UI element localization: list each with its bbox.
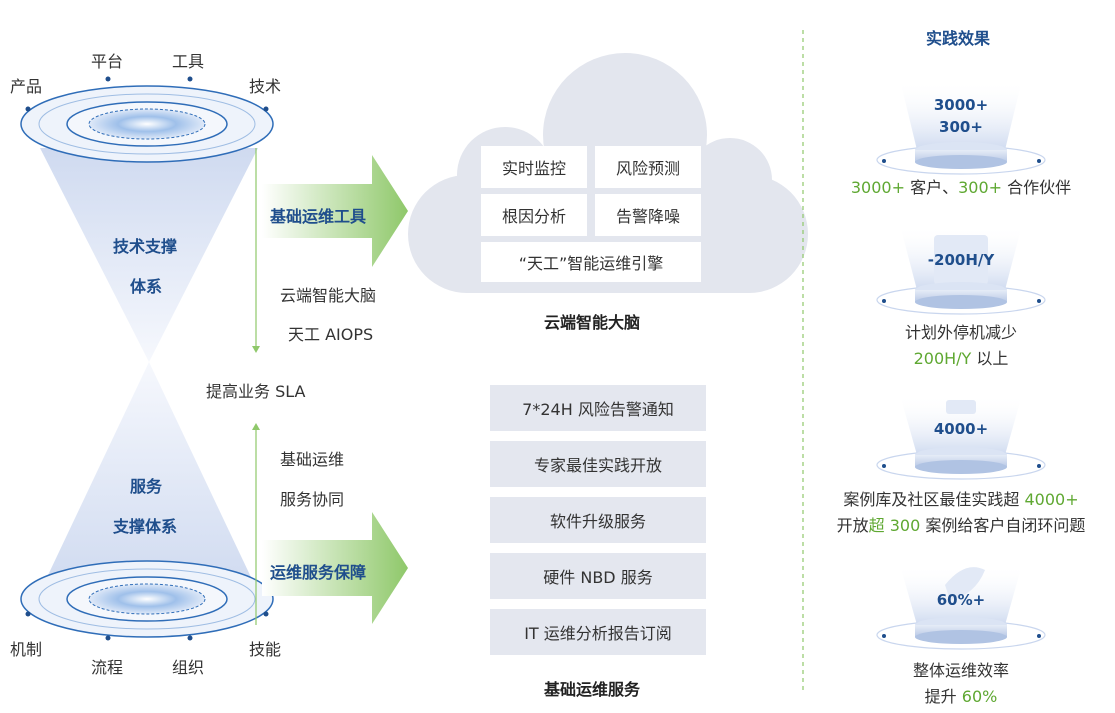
cloud-box-risk: 风险预测	[595, 146, 701, 188]
cloud-caption: 云端智能大脑	[544, 313, 641, 332]
services-caption: 基础运维服务	[544, 680, 641, 699]
bottom-funnel	[40, 362, 258, 592]
upper-arrow-title: 基础运维工具	[270, 207, 367, 226]
cloud-box-monitor: 实时监控	[481, 146, 587, 188]
metric-2-line-2: 200H/Y 以上	[913, 349, 1009, 368]
metric-2-line-1: 计划外停机减少	[904, 323, 1017, 342]
bottom-funnel-title-1: 服务	[130, 477, 163, 496]
upper-arrow	[262, 155, 408, 267]
label-organization: 组织	[172, 658, 205, 677]
top-funnel-title-2: 体系	[130, 277, 163, 296]
metric-4-line-2: 提升 60%	[924, 687, 998, 706]
lower-item-1: 基础运维	[280, 450, 345, 469]
metric-2-num: -200H/Y	[927, 251, 995, 269]
service-item-3: 软件升级服务	[490, 497, 706, 543]
metric-1-text: 3000+ 客户、300+ 合作伙伴	[850, 178, 1072, 197]
label-tool: 工具	[172, 52, 205, 71]
service-item-2: 专家最佳实践开放	[490, 441, 706, 487]
bottom-funnel-title-2: 支撑体系	[113, 517, 178, 536]
lower-arrow-title: 运维服务保障	[270, 563, 367, 582]
podium-1	[876, 80, 1046, 175]
upper-item-2: 天工 AIOPS	[288, 325, 374, 344]
label-product: 产品	[10, 77, 43, 96]
label-mechanism: 机制	[10, 640, 43, 659]
label-platform: 平台	[91, 52, 124, 71]
top-funnel-title-1: 技术支撑	[113, 237, 178, 256]
results-title: 实践效果	[926, 29, 991, 48]
label-process: 流程	[91, 658, 124, 677]
metric-1-num-1: 3000+	[933, 96, 989, 114]
service-item-1: 7*24H 风险告警通知	[490, 385, 706, 431]
cloud-box-alert: 告警降噪	[595, 194, 701, 236]
cloud-box-root-cause: 根因分析	[481, 194, 587, 236]
podium-2	[876, 225, 1046, 315]
service-item-4: 硬件 NBD 服务	[490, 553, 706, 599]
lower-item-2: 服务协同	[280, 490, 345, 509]
metric-3-line-1: 案例库及社区最佳实践超 4000+	[843, 490, 1079, 509]
label-skill: 技能	[249, 640, 282, 659]
metric-3-num: 4000+	[933, 420, 989, 438]
metric-1-num-2: 300+	[939, 118, 983, 136]
metric-4-line-1: 整体运维效率	[912, 661, 1009, 680]
cloud-engine: “天工”智能运维引擎	[481, 242, 701, 282]
lower-arrow	[262, 512, 408, 624]
metric-3-line-2: 开放超 300 案例给客户自闭环问题	[836, 516, 1086, 535]
middle-sla-label: 提高业务 SLA	[206, 382, 306, 401]
podium-4	[876, 565, 1046, 650]
service-item-5: IT 运维分析报告订阅	[490, 609, 706, 655]
top-funnel	[40, 148, 258, 362]
podium-3	[876, 395, 1046, 480]
top-disk	[20, 85, 274, 163]
upper-item-1: 云端智能大脑	[280, 286, 377, 305]
bottom-disk	[20, 560, 274, 638]
label-tech: 技术	[249, 77, 282, 96]
metric-4-num: 60%+	[936, 591, 986, 609]
